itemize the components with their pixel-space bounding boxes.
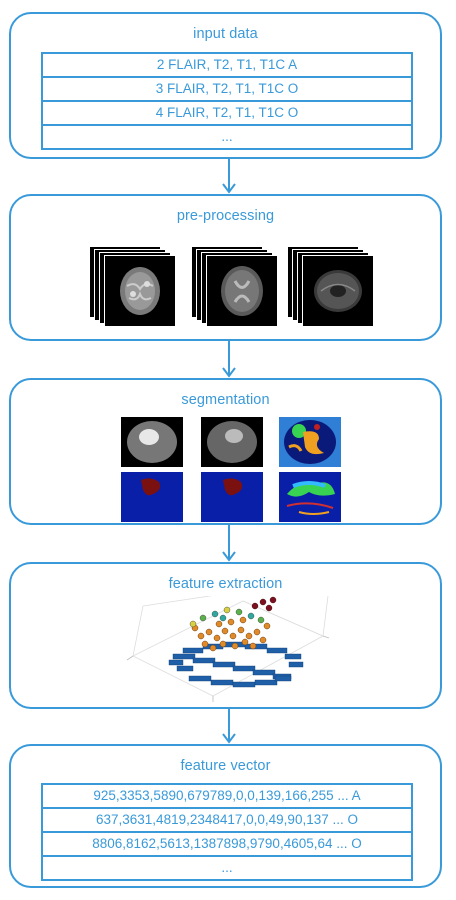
stage-title: segmentation xyxy=(181,392,270,408)
stage-title: pre-processing xyxy=(176,208,275,224)
mri-stack-t1 xyxy=(287,246,379,327)
arrow-down-icon xyxy=(222,159,236,194)
segmentation-mask-2 xyxy=(201,472,263,522)
segmentation-mask-1 xyxy=(121,472,183,522)
brain-scan-image xyxy=(221,266,263,316)
table-row: ... xyxy=(221,860,233,875)
stage-title: input data xyxy=(193,26,258,42)
segmentation-mask-3 xyxy=(279,472,341,522)
stage-feature-extraction: feature extraction xyxy=(9,562,442,709)
stage-preprocessing: pre-processing xyxy=(9,194,442,341)
feature-vector-table: 925,3353,5890,679789,0,0,139,166,255 ...… xyxy=(41,783,413,881)
table-row: ... xyxy=(221,129,233,144)
segmentation-image-t1 xyxy=(201,417,263,467)
brain-scan-image xyxy=(120,267,160,315)
input-data-table: 2 FLAIR, T2, T1, T1C A 3 FLAIR, T2, T1, … xyxy=(41,52,413,150)
stage-title: feature extraction xyxy=(168,576,283,592)
table-row: 3 FLAIR, T2, T1, T1C O xyxy=(43,78,411,102)
feature-scatter-plot xyxy=(126,596,330,702)
stage-segmentation: segmentation xyxy=(9,378,442,525)
table-row: 925,3353,5890,679789,0,0,139,166,255 ...… xyxy=(43,785,411,809)
stage-feature-vector: feature vector 925,3353,5890,679789,0,0,… xyxy=(9,744,442,888)
table-row: 637,3631,4819,2348417,0,0,49,90,137 ... … xyxy=(43,809,411,833)
arrow-down-icon xyxy=(222,341,236,378)
arrow-down-icon xyxy=(222,709,236,744)
mri-stack-flair xyxy=(89,246,181,327)
mri-stack-t2 xyxy=(191,246,283,327)
arrow-down-icon xyxy=(222,525,236,562)
table-row: 8806,8162,5613,1387898,9790,4605,64 ... … xyxy=(43,833,411,857)
table-row: 2 FLAIR, T2, T1, T1C A xyxy=(43,54,411,78)
segmentation-image-flair xyxy=(121,417,183,467)
table-row: 4 FLAIR, T2, T1, T1C O xyxy=(43,102,411,126)
brain-scan-image xyxy=(314,270,362,312)
stage-input-data: input data 2 FLAIR, T2, T1, T1C A 3 FLAI… xyxy=(9,12,442,159)
segmentation-label-map xyxy=(279,417,341,467)
stage-title: feature vector xyxy=(180,758,271,774)
